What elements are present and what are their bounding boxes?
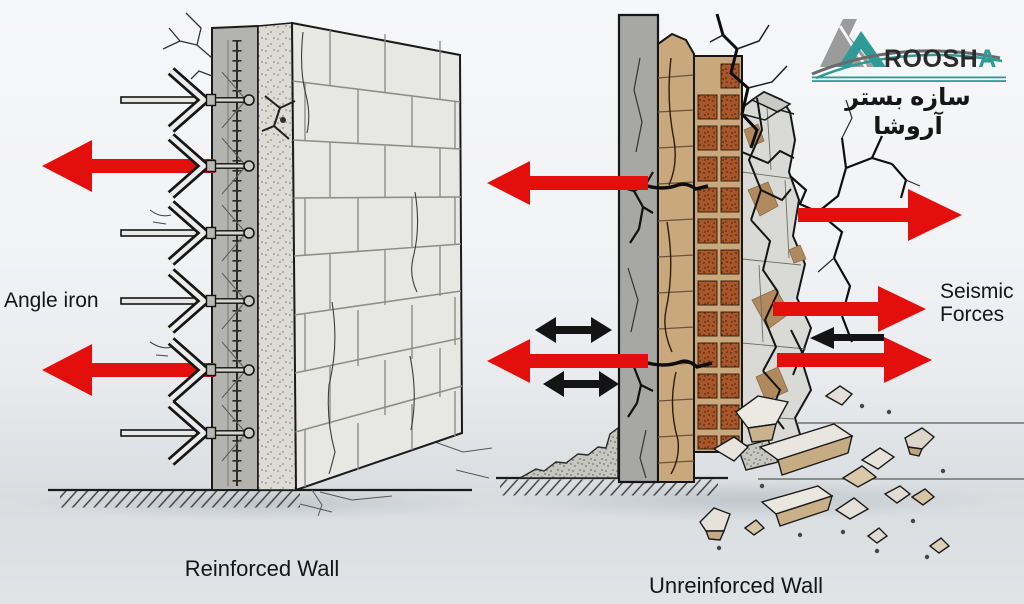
seismic-forces-label: Seismic Forces [940,280,1014,326]
angle-iron-row-with-leader [120,268,255,334]
collapsing-wall [741,90,813,462]
red-arrow-right-bottom [777,337,932,383]
top-crack-branches [709,24,795,121]
core-crack [261,95,296,140]
crack-knot [280,117,286,123]
logo-mountain-icon [820,19,874,67]
brick-column [693,55,743,453]
block-course-lines [292,80,463,433]
brand-wordmark-teal: A [978,45,997,73]
edge-hairline-cracks [149,209,173,357]
angle-iron-row [120,67,255,133]
logo-swoosh-teal [815,53,1003,80]
reinforced-wall-illustration [42,12,493,517]
logo-swoosh-dark [811,49,1001,76]
brand-wordmark: ROOSHA [884,45,997,74]
block-wall-front-face [290,21,464,492]
angle-iron-row [167,337,255,403]
black-shake-arrow-lower [543,371,619,397]
top-left-cracks [162,12,213,80]
horizontal-crack-bands [643,182,713,369]
angle-iron-label: Angle iron [4,289,99,312]
unreinforced-wall-illustration [487,13,1024,560]
logo-a-icon [838,31,886,67]
black-shake-arrow-upper [535,317,612,343]
red-arrow-left-upper [42,140,215,192]
right-crack-hairlines [817,99,921,273]
bolt-radial-cracks [221,71,247,462]
block-joint-lines [304,30,456,487]
reinforced-wall-caption: Reinforced Wall [184,556,340,581]
logo-rule-top [812,76,1006,79]
ground-cracks [299,440,493,517]
red-arrow-left-lower [42,344,215,396]
rubble-pile [517,426,619,479]
red-arrow-left-mid [487,339,648,383]
front-face-cracks [300,31,419,475]
red-arrow-right-top [798,189,962,241]
angle-iron-row [120,200,255,266]
unreinforced-wall-caption: Unreinforced Wall [648,573,824,598]
brand-subtitle: سازه بستر آروشا [845,84,971,140]
red-arrow-right-mid [773,286,926,332]
angle-iron-row [120,400,255,466]
cracked-gray-slab [617,13,660,484]
top-crack-main [715,13,759,149]
brand-logo-graphic [811,19,1006,82]
concrete-core-strip [257,22,297,491]
debris-pebbles [716,403,946,560]
brand-wordmark-dark: ROOSH [884,45,979,73]
angle-iron-row [167,133,255,199]
stone-column [657,32,695,483]
black-arrow-left-small [810,327,884,349]
logo-rule-bottom [812,80,1006,82]
red-arrow-left-top [487,161,648,205]
debris-field [699,385,951,554]
angle-iron-rows [120,67,255,466]
